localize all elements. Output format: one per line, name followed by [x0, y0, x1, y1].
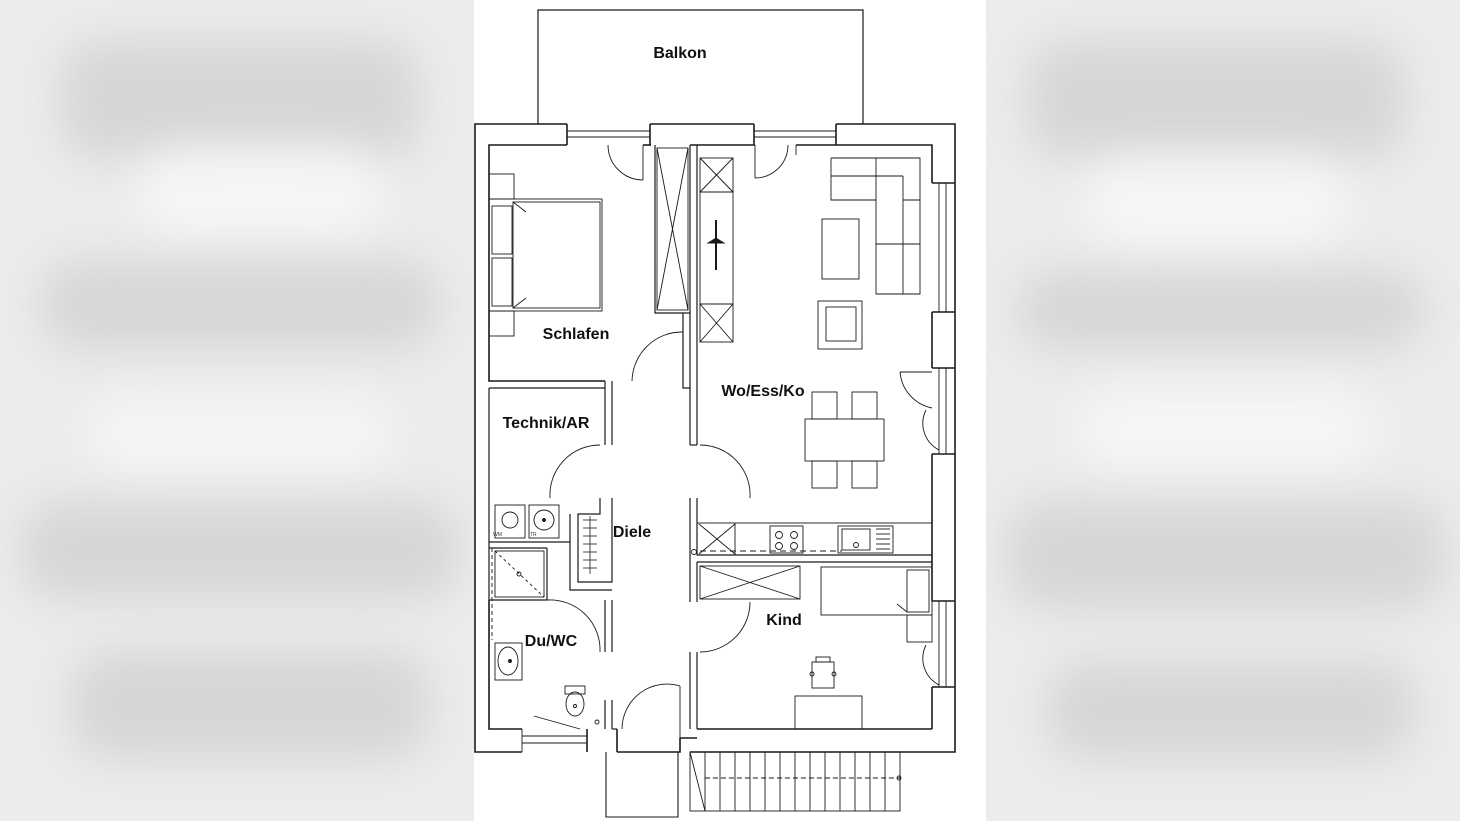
blurred-background-right — [986, 0, 1460, 821]
kid-wardrobe — [699, 565, 801, 600]
floor-plan-drawing: WM TR — [474, 9, 956, 818]
doors — [533, 144, 940, 738]
sofa — [830, 157, 921, 295]
toilet — [564, 685, 600, 725]
room-label-balkon: Balkon — [653, 45, 706, 62]
washbasin — [494, 642, 523, 681]
double-bed — [488, 173, 603, 337]
room-label-kind: Kind — [766, 612, 802, 629]
balcony — [537, 9, 864, 124]
desk — [794, 695, 863, 730]
room-label-diele: Diele — [613, 524, 651, 541]
kitchen-counter — [691, 522, 933, 556]
exterior-walls — [474, 123, 956, 753]
shower — [491, 548, 545, 640]
blurred-background-left — [0, 0, 474, 821]
interior-walls — [488, 145, 932, 730]
wardrobe — [656, 147, 689, 311]
windows — [521, 130, 947, 752]
room-label-wohnen: Wo/Ess/Ko — [721, 383, 805, 400]
dining-table — [804, 391, 885, 489]
floor-plan-panel: WM TR — [474, 0, 986, 821]
washer-dryer — [494, 504, 560, 539]
exterior-stairs — [689, 751, 902, 812]
room-label-schlafen: Schlafen — [543, 326, 610, 343]
armchair — [817, 300, 863, 350]
room-label-duwc: Du/WC — [525, 633, 578, 650]
single-bed — [820, 566, 933, 643]
room-label-technik: Technik/AR — [503, 415, 590, 432]
entrance-landing — [605, 752, 679, 818]
coat-rack — [583, 516, 597, 574]
desk-chair — [809, 656, 837, 689]
washer-label: WM — [493, 532, 502, 538]
tv-unit — [699, 157, 734, 343]
dryer-label: TR — [530, 532, 537, 538]
coffee-table — [821, 218, 860, 280]
